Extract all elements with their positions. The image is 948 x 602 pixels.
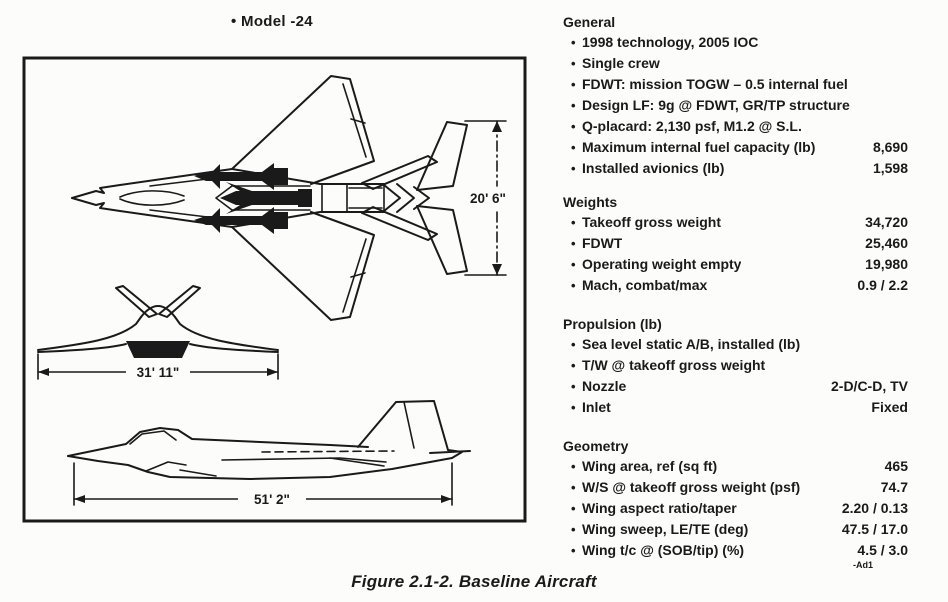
bullet-icon: • (571, 501, 576, 516)
bullet-icon: • (571, 98, 576, 113)
spec-row: • Sea level static A/B, installed (lb) (563, 334, 908, 355)
tail-span-dimension: 20' 6" (455, 120, 521, 276)
spec-label: Single crew (582, 55, 660, 71)
bullet-icon: • (571, 278, 576, 293)
spec-value: 8,690 (872, 139, 908, 155)
drawing-frame (22, 56, 527, 523)
front-view-drawing: 31' 11" (37, 285, 279, 382)
section-heading-propulsion: Propulsion (lb) (563, 316, 662, 332)
spec-column: General • 1998 technology, 2005 IOC • Sing… (563, 0, 908, 602)
figure-title: • Model -24 (231, 13, 313, 30)
spec-section-weights: Weights • Takeoff gross weight 34,720 • FDW… (563, 192, 908, 296)
dimension-label-tail-span: 20' 6" (470, 191, 506, 206)
bullet-icon: • (571, 215, 576, 230)
spec-value: 2.20 / 0.13 (841, 500, 908, 516)
spec-label: Installed avionics (lb) (582, 160, 725, 176)
spec-row: • Mach, combat/max 0.9 / 2.2 (563, 275, 908, 296)
bullet-icon: • (571, 379, 576, 394)
spec-row: • Design LF: 9g @ FDWT, GR/TP structure (563, 95, 908, 116)
spec-value: 2-D/C-D, TV (831, 378, 908, 394)
spec-row: • FDWT: mission TOGW – 0.5 internal fuel (563, 74, 908, 95)
spec-label: Wing sweep, LE/TE (deg) (582, 521, 749, 537)
bullet-icon: • (571, 337, 576, 352)
spec-row: • Maximum internal fuel capacity (lb) 8,69… (563, 137, 908, 158)
spec-label: Mach, combat/max (582, 277, 708, 293)
dimension-label-length: 51' 2" (254, 492, 290, 507)
section-heading-weights: Weights (563, 194, 618, 210)
section-heading-general: General (563, 14, 616, 30)
spec-label: T/W @ takeoff gross weight (582, 357, 766, 373)
spec-section-general: General • 1998 technology, 2005 IOC • Sing… (563, 12, 908, 179)
spec-label: FDWT (582, 235, 623, 251)
missile-silhouettes (194, 163, 312, 234)
spec-row: • Wing area, ref (sq ft) 465 (563, 456, 908, 477)
spec-label: FDWT: mission TOGW – 0.5 internal fuel (582, 76, 848, 92)
spec-label: Maximum internal fuel capacity (lb) (582, 139, 816, 155)
bullet-icon: • (571, 543, 576, 558)
spec-value: 0.9 / 2.2 (857, 277, 908, 293)
spec-row: • Wing aspect ratio/taper 2.20 / 0.13 (563, 498, 908, 519)
spec-row: • Inlet Fixed (563, 397, 908, 418)
spec-label: Wing area, ref (sq ft) (582, 458, 718, 474)
spec-value: 1,598 (872, 160, 908, 176)
spec-row: • Single crew (563, 53, 908, 74)
spec-value: Fixed (871, 399, 908, 415)
spec-row: • Nozzle 2-D/C-D, TV (563, 376, 908, 397)
spec-section-geometry: Geometry • Wing area, ref (sq ft) 465 • W/S… (563, 436, 908, 561)
bullet-icon: • (571, 480, 576, 495)
top-view-drawing: 20' 6" (71, 75, 521, 321)
dimension-label-wing-span: 31' 11" (137, 365, 180, 380)
spec-section-propulsion: Propulsion (lb) • Sea level static A/B, i… (563, 314, 908, 418)
figure-caption: Figure 2.1-2. Baseline Aircraft (351, 572, 597, 591)
spec-label: Sea level static A/B, installed (lb) (582, 336, 801, 352)
spec-value: 74.7 (880, 479, 908, 495)
bullet-icon: • (571, 459, 576, 474)
section-heading-geometry: Geometry (563, 438, 629, 454)
bullet-icon: • (571, 358, 576, 373)
spec-value: 4.5 / 3.0 (857, 542, 908, 558)
spec-label: Q-placard: 2,130 psf, M1.2 @ S.L. (582, 118, 802, 134)
bullet-icon: • (571, 257, 576, 272)
spec-row: • Q-placard: 2,130 psf, M1.2 @ S.L. (563, 116, 908, 137)
bullet-icon: • (571, 77, 576, 92)
spec-label: Nozzle (582, 378, 627, 394)
side-view-drawing: 51' 2" (67, 400, 471, 509)
spec-row: • W/S @ takeoff gross weight (psf) 74.7 (563, 477, 908, 498)
spec-row: • Installed avionics (lb) 1,598 (563, 158, 908, 179)
wing-span-dimension: 31' 11" (37, 353, 279, 382)
spec-label: 1998 technology, 2005 IOC (582, 34, 759, 50)
spec-row: • Operating weight empty 19,980 (563, 254, 908, 275)
spec-label: W/S @ takeoff gross weight (psf) (582, 479, 801, 495)
bullet-icon: • (571, 161, 576, 176)
bullet-icon: • (571, 35, 576, 50)
spec-label: Takeoff gross weight (582, 214, 721, 230)
bullet-icon: • (571, 119, 576, 134)
bullet-icon: • (571, 522, 576, 537)
spec-label: Wing aspect ratio/taper (582, 500, 737, 516)
bullet-icon: • (571, 140, 576, 155)
spec-value: 25,460 (865, 235, 908, 251)
spec-row: • T/W @ takeoff gross weight (563, 355, 908, 376)
spec-row: • FDWT 25,460 (563, 233, 908, 254)
spec-value: 34,720 (865, 214, 908, 230)
spec-value: 19,980 (865, 256, 908, 272)
bullet-icon: • (571, 236, 576, 251)
bullet-icon: • (571, 400, 576, 415)
spec-row: • Wing sweep, LE/TE (deg) 47.5 / 17.0 (563, 519, 908, 540)
page-footnote: -Ad1 (853, 560, 873, 570)
spec-label: Design LF: 9g @ FDWT, GR/TP structure (582, 97, 850, 113)
spec-row: • 1998 technology, 2005 IOC (563, 32, 908, 53)
spec-value: 47.5 / 17.0 (841, 521, 908, 537)
spec-value: 465 (884, 458, 908, 474)
bullet-icon: • (571, 56, 576, 71)
spec-label: Operating weight empty (582, 256, 742, 272)
spec-label: Inlet (582, 399, 611, 415)
spec-row: • Wing t/c @ (SOB/tip) (%) 4.5 / 3.0 (563, 540, 908, 561)
spec-row: • Takeoff gross weight 34,720 (563, 212, 908, 233)
spec-label: Wing t/c @ (SOB/tip) (%) (582, 542, 745, 558)
length-dimension: 51' 2" (73, 462, 453, 509)
